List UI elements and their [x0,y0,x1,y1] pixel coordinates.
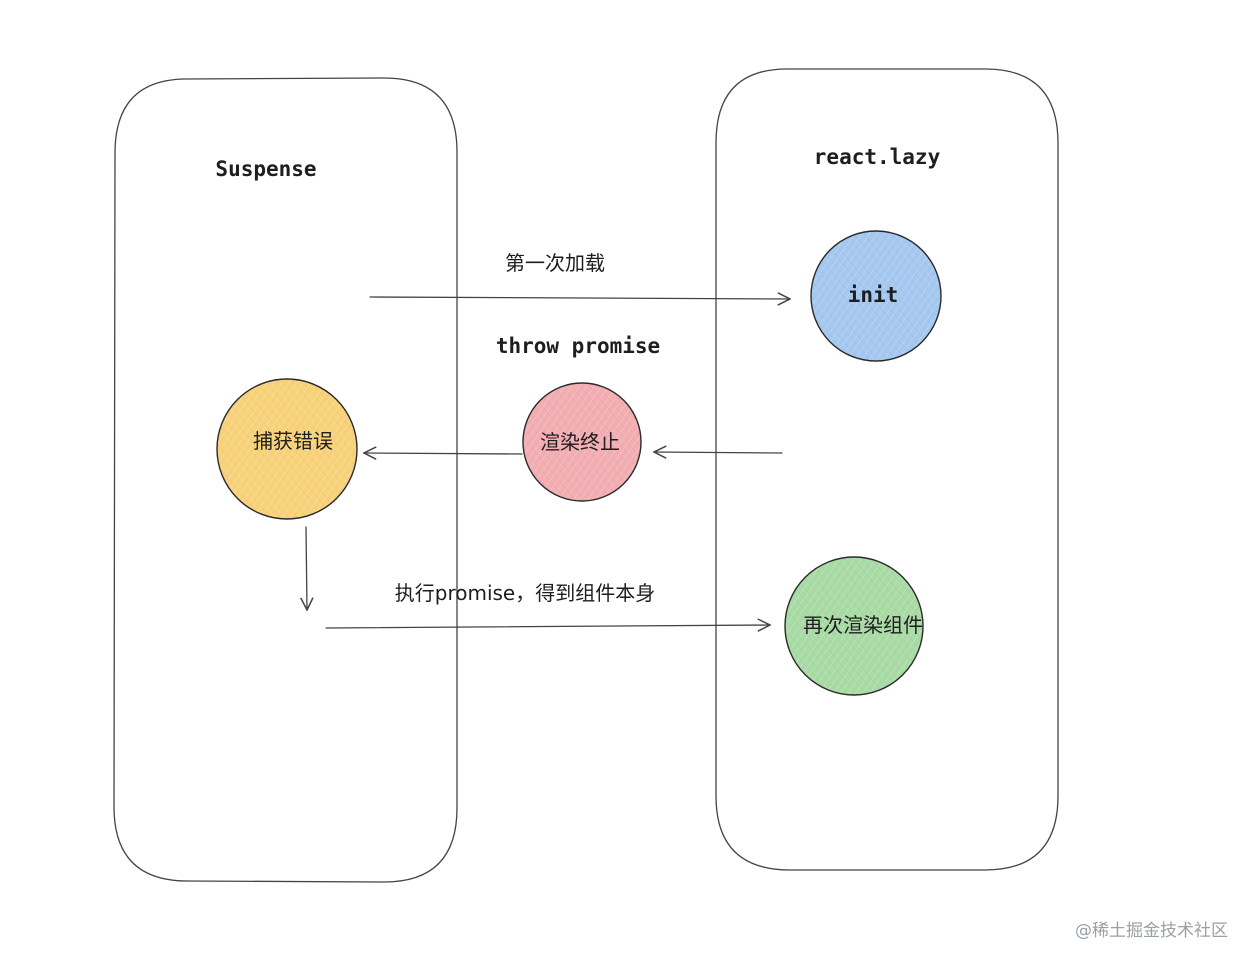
edge-first-load: 第一次加载 [369,251,790,299]
suspense-title: Suspense [215,157,316,181]
watermark: @稀土掘金技术社区 [1075,921,1228,941]
render-stop-label: 渲染终止 [540,430,620,454]
rerender-node: 再次渲染组件 [784,556,924,696]
init-label: init [848,283,899,307]
edge-catch-down [306,526,307,610]
react-lazy-container: react.lazy [715,68,1059,871]
catch-error-label: 捕获错误 [253,429,333,453]
throw-promise-label: throw promise [496,334,660,358]
rerender-label: 再次渲染组件 [803,613,923,637]
edge-lazy-to-render-stop [654,452,783,453]
edge-render-stop-to-catch [364,453,523,454]
suspense-container: Suspense [113,77,458,883]
edge-execute-promise: 执行promise，得到组件本身 [325,581,770,628]
execute-promise-label: 执行promise，得到组件本身 [395,581,655,605]
catch-error-node: 捕获错误 [216,378,358,520]
init-node: init [810,230,942,362]
react-lazy-title: react.lazy [814,145,941,169]
render-stop-node: 渲染终止 [522,382,642,502]
first-load-label: 第一次加载 [505,251,605,275]
